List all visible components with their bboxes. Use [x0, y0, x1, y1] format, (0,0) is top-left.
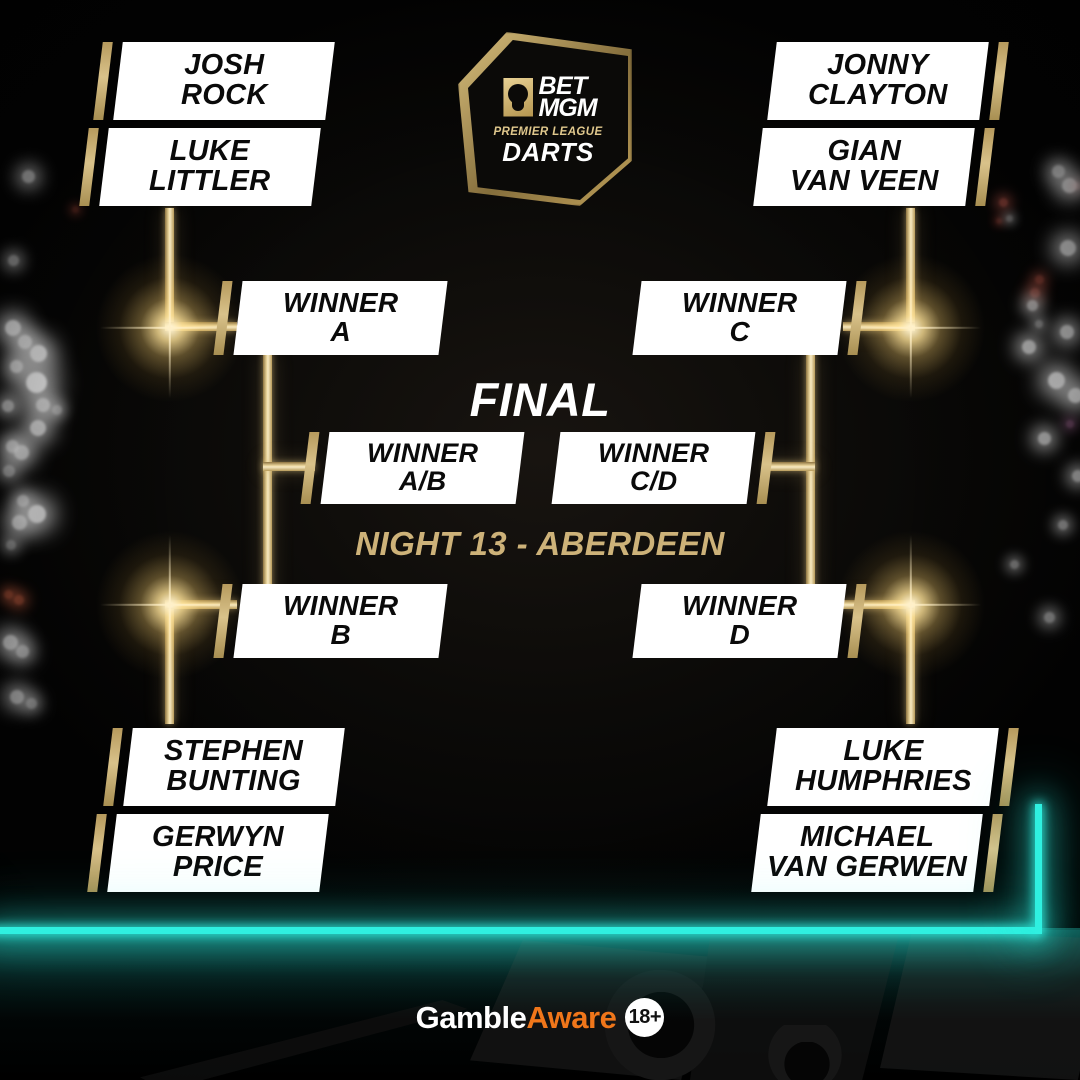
logo-bet-text: BET [538, 72, 587, 100]
gambleaware-gamble-text: Gamble [415, 1000, 527, 1035]
cyan-glow [0, 928, 1080, 1020]
connector-left-spine [263, 352, 272, 642]
connector-right-to-final [765, 462, 815, 471]
watermark-shape [880, 930, 1080, 1080]
connector-qfa-vertical [165, 208, 174, 328]
final-heading: FINAL [469, 373, 611, 426]
connector-right-spine [806, 352, 815, 642]
cyan-accent-line [0, 927, 1036, 934]
gambleaware-aware-text: Aware [526, 1000, 617, 1035]
logo-darts-text: DARTS [502, 137, 594, 167]
connector-qfc-vertical [906, 208, 915, 328]
cyan-accent-riser [1035, 804, 1042, 934]
age-18plus-badge: 18+ [625, 998, 665, 1037]
logo-mgm-text: MGM [538, 94, 597, 122]
betmgm-premier-league-darts-logo: BET MGM PREMIER LEAGUE DARTS [452, 24, 638, 214]
gambleaware-footer[interactable]: GambleAware 18+ [0, 998, 1080, 1037]
connector-qfb-vertical [165, 600, 174, 724]
logo-premier-league-text: PREMIER LEAGUE [493, 126, 603, 138]
night-subtitle: NIGHT 13 - ABERDEEN [355, 525, 725, 562]
logo-badge: BET MGM PREMIER LEAGUE DARTS [468, 40, 628, 200]
watermark-shape [784, 1042, 830, 1080]
lion-head-icon [503, 77, 534, 117]
connector-qfd-vertical [906, 600, 915, 724]
connector-left-to-final [263, 462, 315, 471]
footer-watermark [0, 930, 1080, 1080]
